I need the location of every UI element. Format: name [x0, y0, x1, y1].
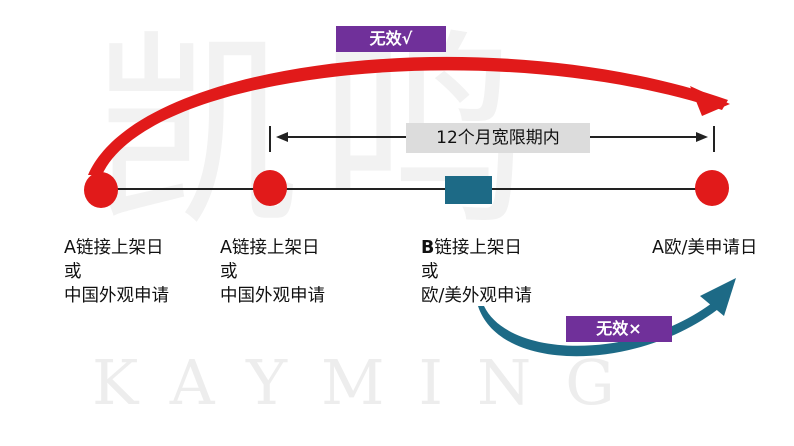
teal-curve-arrow	[478, 300, 722, 357]
red-curve-arrow	[88, 56, 728, 175]
watermark-en: KAYMING	[92, 346, 649, 419]
marker-a-eu-us	[695, 170, 729, 206]
event-a-launch-2-line3: 中国外观申请	[220, 286, 325, 306]
event-b-prefix: B	[421, 238, 435, 258]
event-a-launch-2-line2: 或	[220, 262, 238, 282]
event-a-launch: A链接上架日 或 中国外观申请	[64, 236, 169, 308]
teal-arrow-head	[700, 278, 736, 316]
badge-invalid-yes: 无效√	[336, 26, 446, 52]
event-b-launch-line1: B链接上架日	[421, 236, 532, 260]
event-b-launch: B链接上架日 或 欧/美外观申请	[421, 236, 532, 308]
event-b-launch-line3: 欧/美外观申请	[421, 286, 532, 306]
red-arrow-head	[690, 86, 730, 116]
marker-b-launch	[445, 176, 492, 204]
event-a-launch-line2: 或	[64, 262, 82, 282]
event-a-launch-2: A链接上架日 或 中国外观申请	[220, 236, 325, 308]
badge-invalid-no: 无效×	[566, 316, 672, 342]
event-a-launch-line3: 中国外观申请	[64, 286, 169, 306]
event-a-eu-us-line1: A欧/美申请日	[652, 238, 758, 258]
period-arrow-left-head	[276, 132, 288, 142]
event-a-eu-us: A欧/美申请日	[652, 236, 757, 260]
marker-a-launch	[84, 172, 118, 208]
event-b-launch-line1-text: 链接上架日	[434, 238, 522, 258]
grace-period-label: 12个月宽限期内	[406, 123, 590, 153]
marker-a-launch-2	[253, 170, 287, 206]
period-arrow-right-head	[696, 132, 708, 142]
event-a-launch-line1: A链接上架日	[64, 238, 164, 258]
event-b-launch-line2: 或	[421, 262, 439, 282]
event-a-launch-2-line1: A链接上架日	[220, 238, 320, 258]
